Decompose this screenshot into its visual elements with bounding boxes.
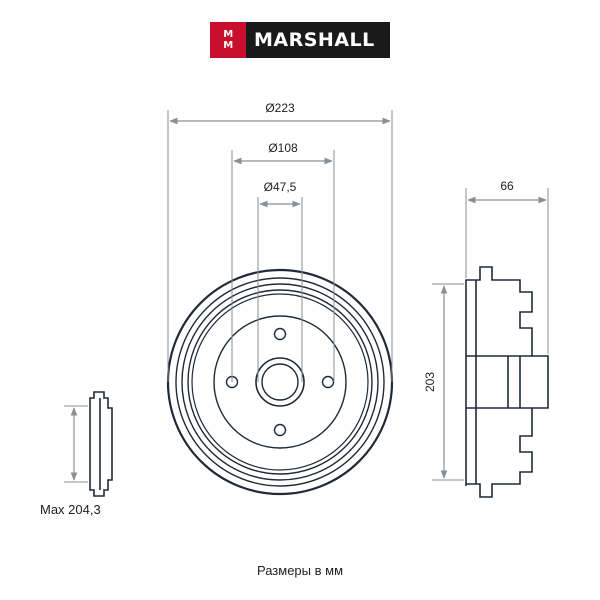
front-extension-lines xyxy=(167,110,393,382)
drum-outer-ring xyxy=(175,277,385,487)
brand-wordmark: MARSHALL xyxy=(254,29,375,51)
bolt-hole-top xyxy=(273,327,287,341)
label-center-bore-diameter: Ø47,5 xyxy=(264,180,297,194)
units-caption: Размеры в мм xyxy=(256,563,344,578)
drum-ring-3 xyxy=(187,289,373,475)
hub-face-circle xyxy=(213,315,347,449)
front-view xyxy=(166,268,394,496)
side-width-dimension xyxy=(465,188,549,354)
label-width: 66 xyxy=(500,179,514,193)
max-inner-diameter-label: Max 204,3 xyxy=(40,502,101,517)
label-bolt-circle-diameter: Ø108 xyxy=(268,141,298,155)
center-bore-outer xyxy=(255,357,305,407)
drum-ring-4 xyxy=(191,293,369,471)
side-height-dimension xyxy=(432,283,464,481)
bolt-hole-bottom xyxy=(273,423,287,437)
brand-logo: M M MARSHALL xyxy=(210,22,390,58)
bolt-hole-right xyxy=(321,375,335,389)
label-outer-diameter: Ø223 xyxy=(265,101,295,115)
drum-outer-edge xyxy=(166,268,394,496)
label-drum-inner-diameter: 203 xyxy=(423,372,437,392)
side-profile-view xyxy=(465,266,549,498)
center-bore-inner xyxy=(261,363,299,401)
brand-logo-mark: M M xyxy=(210,22,246,58)
drum-ring-2 xyxy=(181,283,379,481)
max-wear-dimension xyxy=(64,405,88,483)
max-wear-profile xyxy=(89,391,113,497)
front-dimension-arrows xyxy=(169,117,391,208)
